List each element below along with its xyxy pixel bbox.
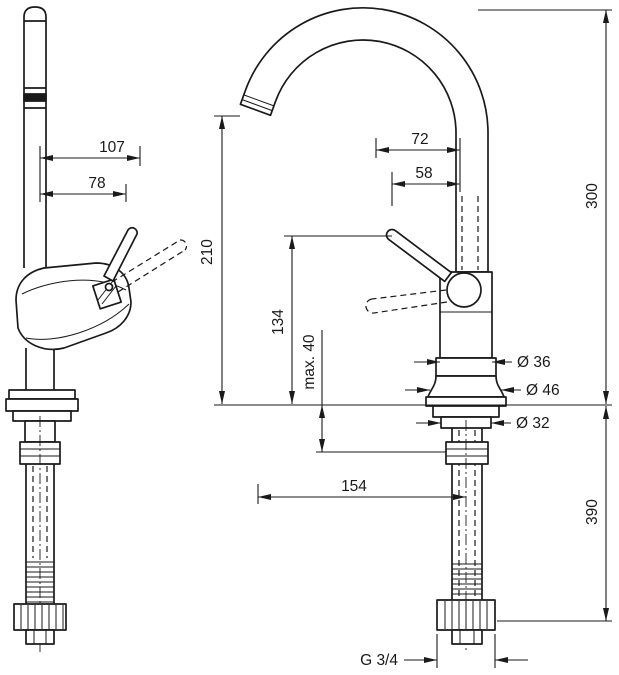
dim-78-label: 78 bbox=[88, 175, 105, 192]
side-view bbox=[5, 6, 188, 652]
dim-58: 58 bbox=[391, 165, 460, 206]
dim-300: 300 bbox=[478, 9, 612, 404]
dim-dia-46-label: Ø 46 bbox=[526, 382, 560, 399]
front-mounting-shaft bbox=[445, 420, 489, 650]
dim-134-label: 134 bbox=[270, 309, 287, 335]
front-view bbox=[239, 7, 507, 650]
dim-thread-g34: G 3/4 bbox=[360, 634, 528, 669]
front-thread-hatch bbox=[452, 563, 482, 595]
dim-134: 134 bbox=[270, 235, 392, 404]
dim-390-label: 390 bbox=[584, 499, 601, 525]
dim-390: 390 bbox=[497, 406, 612, 622]
side-base-flange bbox=[5, 348, 79, 422]
dim-dia-36-label: Ø 36 bbox=[517, 354, 551, 371]
dim-thread-g34-label: G 3/4 bbox=[360, 652, 398, 669]
dim-dia-36: Ø 36 bbox=[414, 354, 551, 371]
dimensions: 107 78 72 58 210 134 bbox=[39, 9, 612, 669]
dim-154: 154 bbox=[257, 478, 466, 504]
dim-58-label: 58 bbox=[415, 165, 432, 182]
side-mounting-shaft bbox=[19, 416, 61, 652]
dim-dia-46: Ø 46 bbox=[405, 382, 560, 399]
dim-dia-32: Ø 32 bbox=[416, 415, 550, 432]
dim-107-label: 107 bbox=[99, 139, 125, 156]
dim-300-label: 300 bbox=[584, 183, 601, 209]
front-lever-handle bbox=[365, 228, 482, 314]
dim-210: 210 bbox=[199, 115, 240, 404]
side-lock-nut bbox=[13, 603, 67, 645]
front-spout-arc bbox=[239, 7, 489, 273]
dim-107: 107 bbox=[39, 139, 141, 202]
dim-max-40-label: max. 40 bbox=[301, 334, 318, 390]
side-spout-pipe bbox=[23, 6, 47, 268]
dim-max-40: max. 40 bbox=[301, 330, 446, 453]
dim-dia-32-label: Ø 32 bbox=[516, 415, 550, 432]
side-lever-handle bbox=[103, 226, 188, 293]
dim-78: 78 bbox=[40, 175, 127, 202]
dim-72: 72 bbox=[375, 131, 461, 192]
front-lock-nut bbox=[436, 599, 496, 645]
side-body bbox=[15, 262, 132, 351]
dim-210-label: 210 bbox=[199, 239, 216, 265]
dim-154-label: 154 bbox=[341, 478, 367, 495]
dim-72-label: 72 bbox=[411, 131, 428, 148]
